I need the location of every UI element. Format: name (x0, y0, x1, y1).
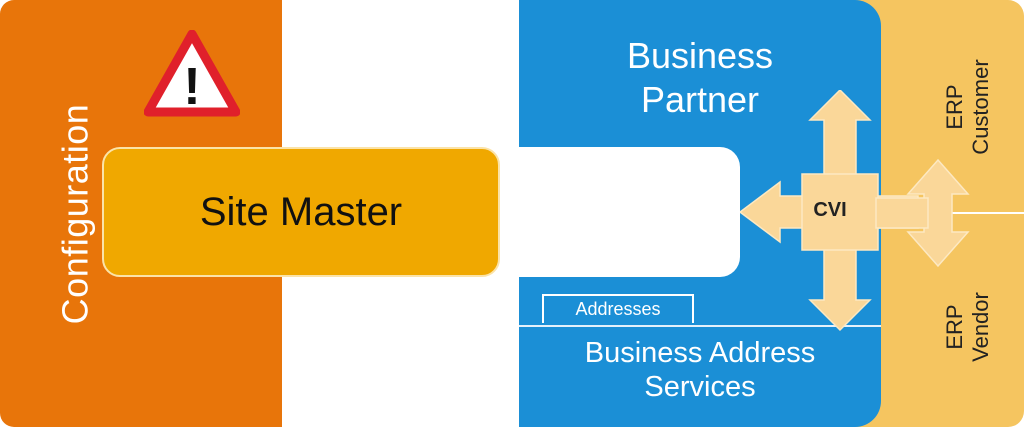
business-address-services-line1: Business Address (584, 337, 816, 369)
business-partner-notch (500, 147, 740, 277)
cvi-erp-arrow (906, 158, 970, 268)
site-master-box: Site Master (102, 147, 500, 277)
cvi-center-box (801, 173, 879, 251)
business-address-divider (519, 325, 881, 327)
warning-triangle-icon: ! (143, 29, 241, 118)
cvi-label: CVI (813, 199, 847, 221)
cvi-arrows-icon (738, 88, 990, 335)
cvi-erp-connector (875, 197, 929, 229)
business-partner-title-line2: Partner (640, 79, 760, 120)
business-partner-title: Business Partner (590, 34, 810, 122)
business-partner-title-line1: Business (626, 35, 774, 76)
business-address-services-line2: Services (644, 371, 756, 403)
warning-exclamation: ! (183, 58, 200, 116)
configuration-label: Configuration (54, 103, 96, 324)
addresses-tab: Addresses (542, 294, 694, 323)
business-address-services-title: Business Address Services (540, 336, 860, 404)
